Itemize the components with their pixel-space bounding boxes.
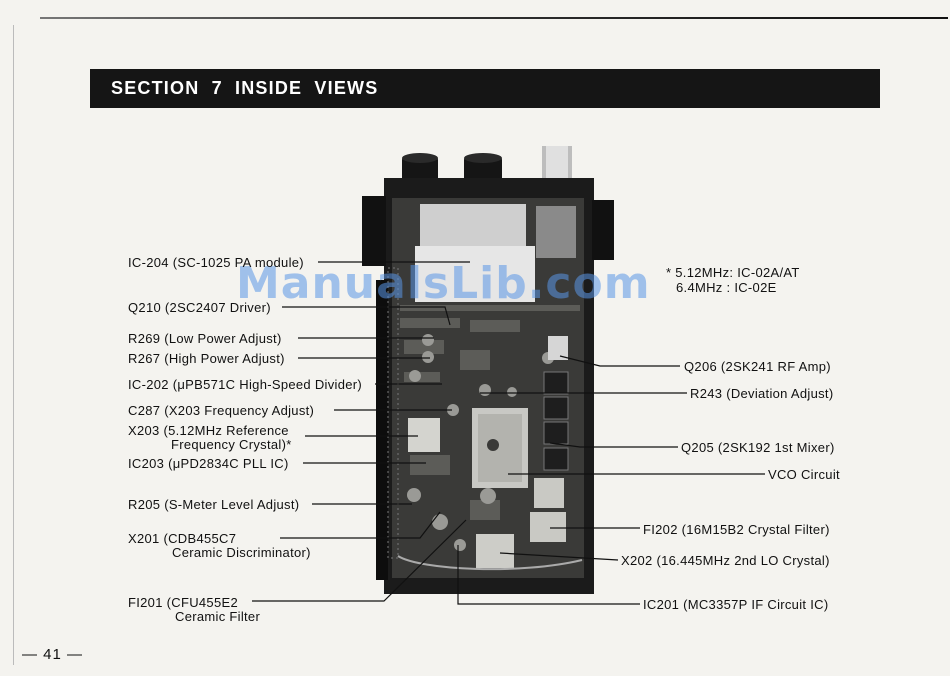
note-line-2: 6.4MHz : IC-02E: [676, 280, 777, 295]
callout-vco: VCO Circuit: [768, 467, 840, 482]
callout-r267: R267 (High Power Adjust): [128, 351, 285, 366]
callout-c287: C287 (X203 Frequency Adjust): [128, 403, 315, 418]
callout-r269: R269 (Low Power Adjust): [128, 331, 282, 346]
knob-left: [402, 156, 438, 184]
frequency-note: * 5.12MHz: IC-02A/AT 6.4MHz : IC-02E: [666, 265, 800, 295]
callout-fi202: FI202 (16M15B2 Crystal Filter): [643, 522, 830, 537]
callout-x203-line2: Frequency Crystal)*: [171, 437, 292, 452]
callout-q205: Q205 (2SK192 1st Mixer): [681, 440, 835, 455]
callout-r243: R243 (Deviation Adjust): [690, 386, 834, 401]
watermark: ManualsLib.com: [236, 258, 651, 309]
top-rule: [40, 17, 948, 19]
callout-x201-line2: Ceramic Discriminator): [172, 545, 311, 560]
fi202: [534, 478, 564, 508]
callout-ic202: IC-202 (μPB571C High-Speed Divider): [128, 377, 363, 392]
page-number: — 41 —: [22, 646, 84, 663]
callout-x201: X201 (CDB455C7: [128, 531, 237, 546]
callout-fi201: FI201 (CFU455E2: [128, 595, 238, 610]
callout-fi201-line2: Ceramic Filter: [175, 609, 261, 624]
callout-q210: Q210 (2SC2407 Driver): [128, 300, 271, 315]
section-title: SECTION 7 INSIDE VIEWS: [90, 69, 880, 108]
callout-x202: X202 (16.445MHz 2nd LO Crystal): [621, 553, 830, 568]
callout-r205: R205 (S-Meter Level Adjust): [128, 497, 300, 512]
knob-right: [464, 156, 502, 184]
callout-ic204: IC-204 (SC-1025 PA module): [128, 255, 304, 270]
x202: [476, 534, 514, 568]
crystal-x203: [408, 418, 440, 452]
page-edge: [13, 25, 14, 665]
pa-module: [420, 204, 526, 246]
callout-ic203: IC203 (μPD2834C PLL IC): [128, 456, 289, 471]
callout-x203: X203 (5.12MHz Reference: [128, 423, 289, 438]
callout-q206: Q206 (2SK241 RF Amp): [684, 359, 831, 374]
callout-ic201: IC201 (MC3357P IF Circuit IC): [643, 597, 829, 612]
note-line-1: * 5.12MHz: IC-02A/AT: [666, 265, 800, 280]
